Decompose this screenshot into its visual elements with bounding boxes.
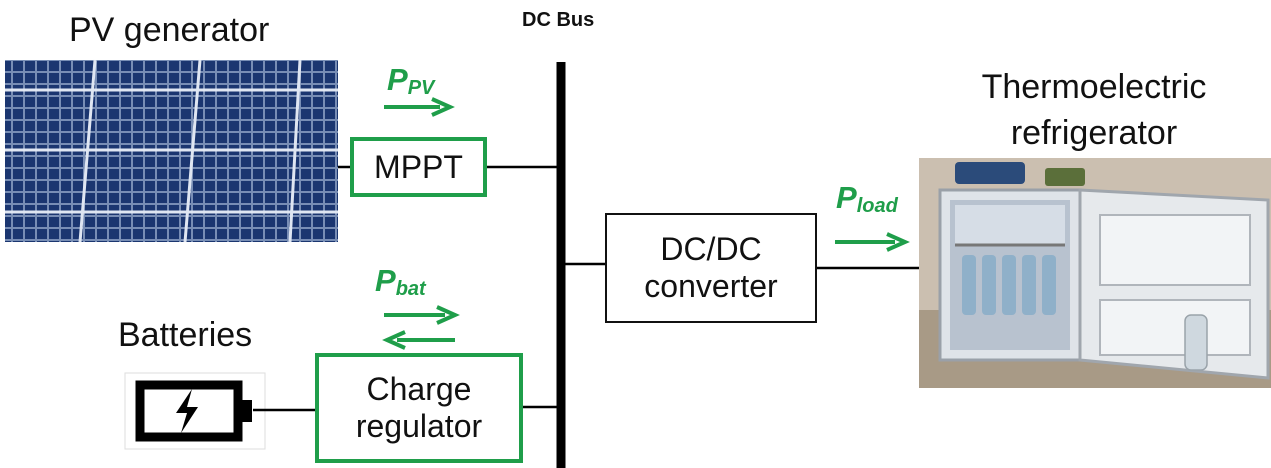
charge-regulator-box: Charge regulator bbox=[315, 353, 523, 463]
batteries-label: Batteries bbox=[118, 316, 253, 354]
p-load-label: Pload bbox=[836, 180, 898, 217]
thermoelectric-line1: Thermoelectric bbox=[981, 68, 1207, 106]
charge-line1: Charge bbox=[366, 371, 472, 408]
pv-flow-arrow bbox=[384, 97, 455, 117]
bat-discharge-arrow bbox=[382, 330, 455, 350]
dcdc-line1: DC/DC bbox=[660, 231, 762, 268]
battery-icon bbox=[124, 372, 266, 450]
refrigerator-image bbox=[919, 158, 1271, 388]
bat-charge-arrow bbox=[384, 305, 460, 325]
thermoelectric-line2: refrigerator bbox=[1010, 113, 1178, 152]
mppt-box: MPPT bbox=[350, 137, 487, 197]
pv-generator-label: PV generator bbox=[69, 11, 270, 49]
dc-bus-label: DC Bus bbox=[522, 9, 595, 31]
pv-panel-image bbox=[5, 59, 338, 243]
charge-line2: regulator bbox=[355, 408, 483, 444]
connection-lines bbox=[253, 165, 919, 412]
dcdc-line2: converter bbox=[644, 268, 778, 304]
mppt-label: MPPT bbox=[374, 148, 463, 185]
dcdc-converter-box: DC/DC converter bbox=[605, 213, 817, 323]
thermoelectric-label: Thermoelectric refrigerator bbox=[974, 65, 1214, 157]
load-flow-arrow bbox=[835, 232, 910, 252]
p-bat-label: Pbat bbox=[375, 263, 426, 300]
p-pv-label: PPV bbox=[387, 62, 435, 99]
